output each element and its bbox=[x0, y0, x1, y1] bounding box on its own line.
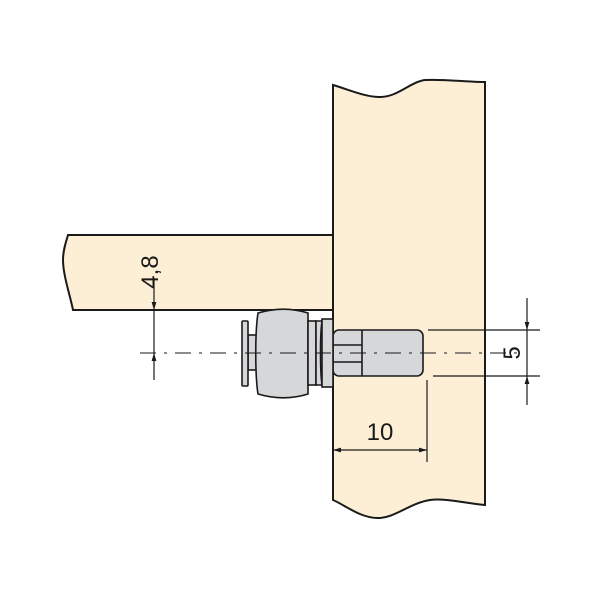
shelf-connector bbox=[241, 308, 424, 399]
dimension-label-4-8: 4,8 bbox=[137, 255, 164, 288]
dimension-pin-depth bbox=[333, 380, 428, 462]
side-panel bbox=[332, 78, 486, 520]
dimension-label-10: 10 bbox=[367, 419, 394, 446]
dimension-label-5: 5 bbox=[499, 346, 526, 359]
dimension-pin-diameter bbox=[428, 298, 540, 405]
shelf-panel bbox=[61, 234, 334, 311]
